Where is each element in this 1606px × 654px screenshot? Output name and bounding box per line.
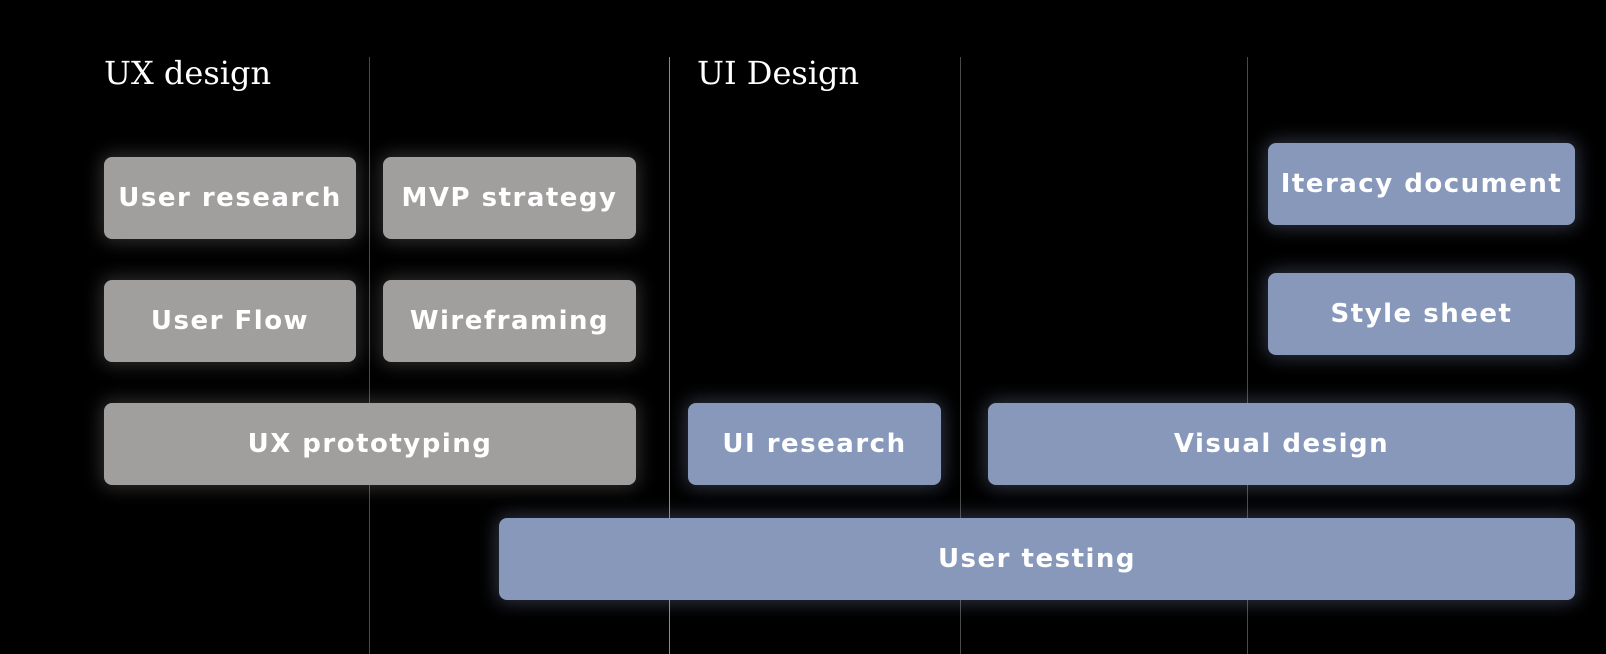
ux-prototyping-box: UX prototyping (104, 403, 636, 485)
column-divider (1247, 57, 1248, 654)
column-divider (960, 57, 961, 654)
ui-design-title: UI Design (697, 54, 860, 92)
style-sheet-box: Style sheet (1268, 273, 1575, 355)
ui-research-box: UI research (688, 403, 941, 485)
user-research-box: User research (104, 157, 356, 239)
user-flow-box: User Flow (104, 280, 356, 362)
user-testing-box: User testing (499, 518, 1575, 600)
ux-design-title: UX design (104, 54, 272, 92)
visual-design-box: Visual design (988, 403, 1575, 485)
section-divider (669, 57, 670, 654)
mvp-strategy-box: MVP strategy (383, 157, 636, 239)
wireframing-box: Wireframing (383, 280, 636, 362)
iteracy-document-box: Iteracy document (1268, 143, 1575, 225)
column-divider (369, 57, 370, 654)
